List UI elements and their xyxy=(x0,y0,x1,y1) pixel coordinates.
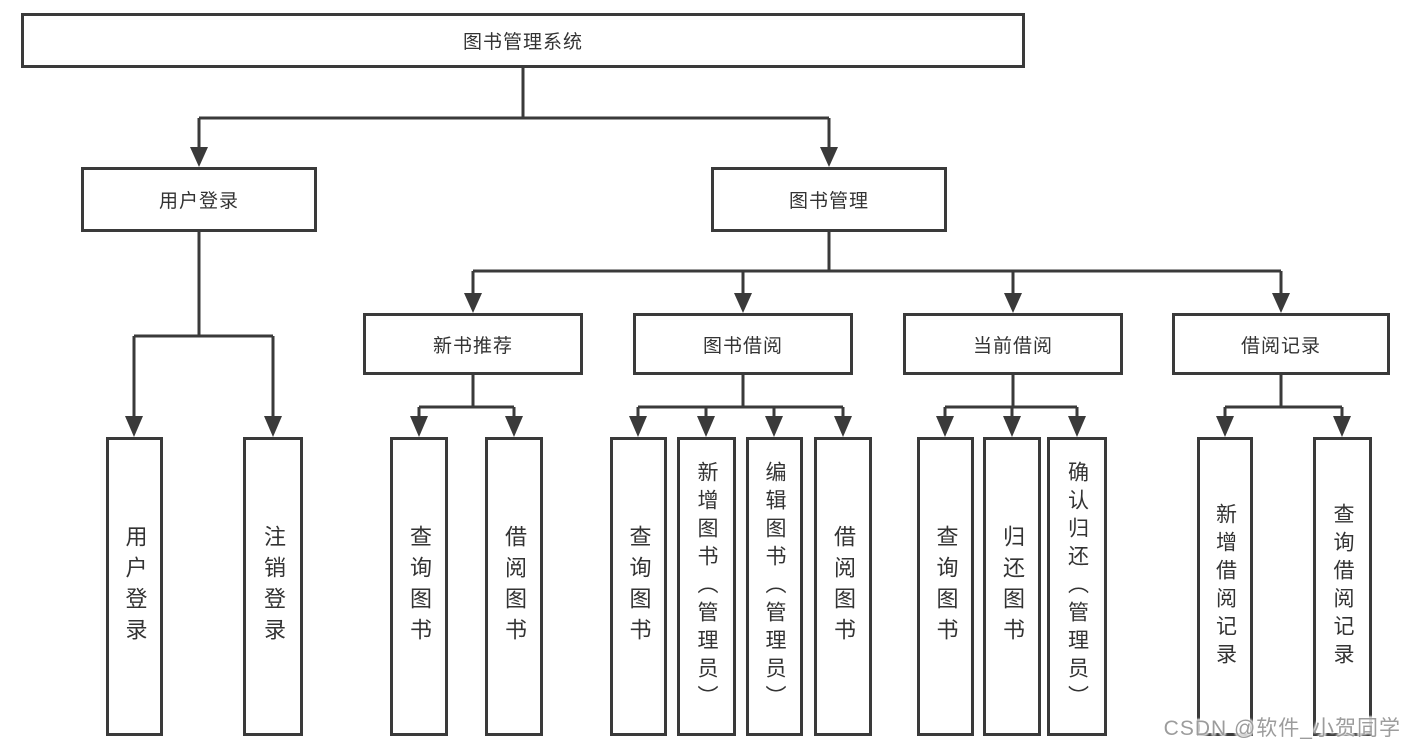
leaf-query-books-borrow: 查询图书 xyxy=(610,437,667,736)
leaf-borrow-books-recommend: 借阅图书 xyxy=(485,437,543,736)
node-label: 查询图书 xyxy=(407,524,432,649)
node-label: 注销登录 xyxy=(261,524,286,649)
leaf-borrow-books: 借阅图书 xyxy=(814,437,872,736)
leaf-logout: 注销登录 xyxy=(243,437,303,736)
node-borrow-records: 借阅记录 xyxy=(1172,313,1390,375)
node-new-book-recommend: 新书推荐 xyxy=(363,313,583,375)
node-label: 用户登录 xyxy=(122,524,148,649)
leaf-confirm-return-admin: 确认归还（管理员） xyxy=(1047,437,1107,736)
leaf-user-login: 用户登录 xyxy=(106,437,163,736)
node-book-management: 图书管理 xyxy=(711,167,947,232)
node-user-login: 用户登录 xyxy=(81,167,317,232)
node-label: 图书管理系统 xyxy=(462,32,583,53)
node-label: 用户登录 xyxy=(158,191,239,212)
leaf-query-borrow-record: 查询借阅记录 xyxy=(1313,437,1372,736)
node-label: 新增图书（管理员） xyxy=(695,460,718,713)
node-label: 新增借阅记录 xyxy=(1213,502,1237,671)
arrowheads xyxy=(125,147,1351,437)
node-root: 图书管理系统 xyxy=(21,13,1025,68)
node-label: 新书推荐 xyxy=(432,335,513,357)
node-label: 确认归还（管理员） xyxy=(1065,460,1089,713)
node-label: 借阅图书 xyxy=(831,524,856,649)
leaf-return-books: 归还图书 xyxy=(983,437,1041,736)
node-label: 查询图书 xyxy=(933,524,959,649)
node-label: 编辑图书（管理员） xyxy=(763,460,786,713)
node-label: 查询图书 xyxy=(626,524,652,649)
node-label: 借阅记录 xyxy=(1240,335,1321,357)
leaf-add-borrow-record: 新增借阅记录 xyxy=(1197,437,1253,736)
node-book-borrow: 图书借阅 xyxy=(633,313,853,375)
node-label: 查询借阅记录 xyxy=(1331,502,1354,671)
leaf-query-books-recommend: 查询图书 xyxy=(390,437,448,736)
node-label: 图书借阅 xyxy=(702,335,783,357)
node-current-borrow: 当前借阅 xyxy=(903,313,1123,375)
leaf-query-books-current: 查询图书 xyxy=(917,437,974,736)
leaf-add-books-admin: 新增图书（管理员） xyxy=(677,437,736,736)
watermark: CSDN @软件_小贺同学 xyxy=(1163,717,1401,740)
node-label: 当前借阅 xyxy=(972,335,1053,357)
node-label: 归还图书 xyxy=(1000,524,1025,649)
node-label: 图书管理 xyxy=(788,191,869,212)
node-label: 借阅图书 xyxy=(502,524,527,649)
leaf-edit-books-admin: 编辑图书（管理员） xyxy=(746,437,803,736)
